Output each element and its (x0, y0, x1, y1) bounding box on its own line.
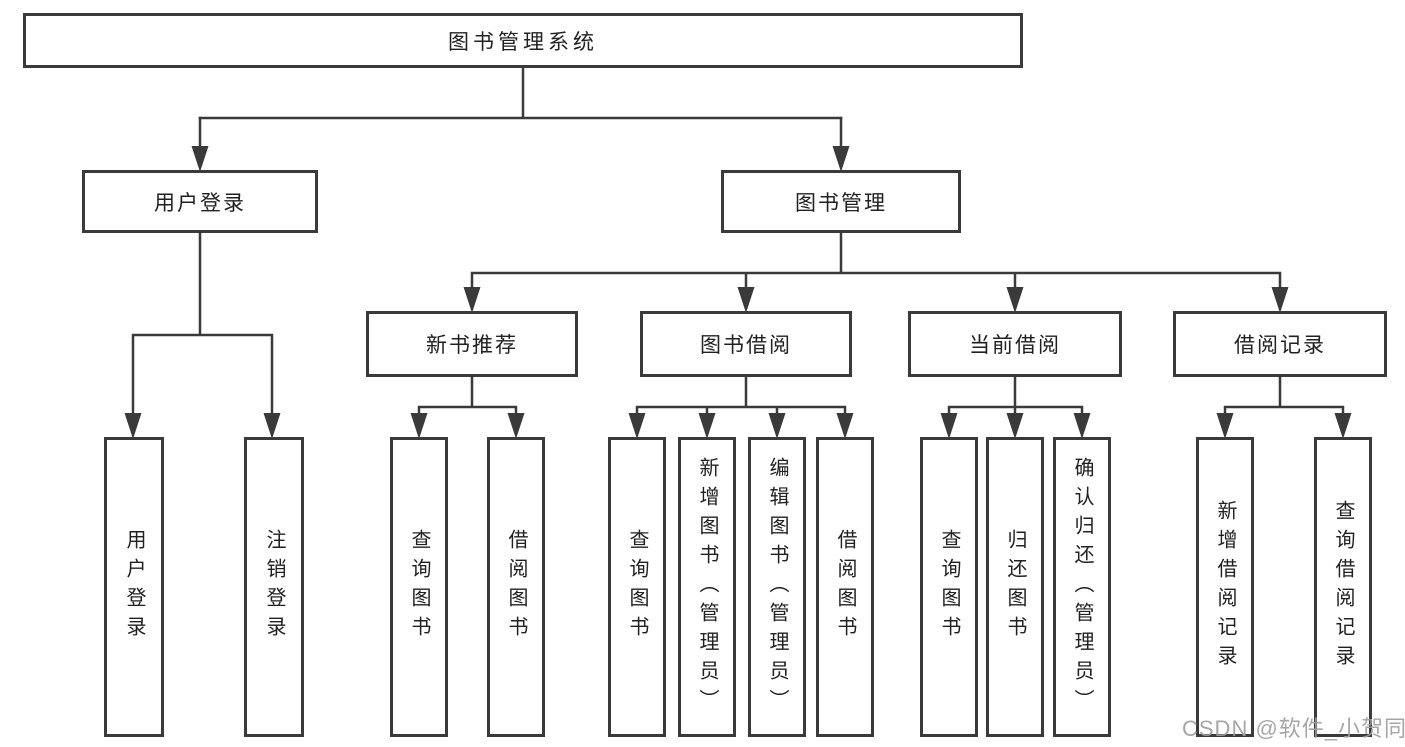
node-label: 归还图书 (1004, 529, 1026, 645)
leaf-user-login: 用户登录 (104, 437, 164, 737)
node-label: 图书借阅 (700, 334, 792, 357)
node-label: 新增借阅记录 (1214, 500, 1236, 674)
connector-borrow-records-branch (1223, 374, 1345, 418)
node-label: 编辑图书（管理员） (766, 456, 788, 718)
node-book-borrow: 图书借阅 (640, 311, 852, 377)
connector-new-book-branch (417, 374, 518, 418)
leaf-nbr-query-books: 查询图书 (390, 437, 448, 737)
leaf-cb-return-books: 归还图书 (986, 437, 1044, 737)
leaf-bb-borrow-books: 借阅图书 (816, 437, 874, 737)
leaf-bb-edit-books-admin: 编辑图书（管理员） (748, 437, 806, 737)
leaf-logout-login: 注销登录 (244, 437, 304, 737)
watermark: CSDN @软件_小贺同学 (1182, 716, 1405, 741)
node-label: 查询图书 (626, 529, 648, 645)
leaf-bb-query-books: 查询图书 (608, 437, 666, 737)
node-label: 借阅图书 (834, 529, 856, 645)
node-user-login: 用户登录 (82, 170, 318, 233)
node-label: 查询借阅记录 (1332, 500, 1354, 674)
connector-user-login-branch (131, 230, 274, 418)
node-label: 用户登录 (154, 191, 246, 215)
node-borrow-records: 借阅记录 (1173, 311, 1387, 377)
node-label: 确认归还（管理员） (1071, 456, 1093, 718)
arrowheads (124, 146, 1352, 439)
leaf-bb-add-books-admin: 新增图书（管理员） (678, 437, 736, 737)
connector-book-management-branch (470, 230, 1282, 292)
node-label: 查询图书 (938, 529, 960, 645)
node-label: 注销登录 (263, 529, 285, 645)
node-label: 新书推荐 (426, 334, 518, 357)
node-label: 借阅记录 (1234, 334, 1326, 357)
connector-current-borrow-branch (947, 374, 1084, 418)
node-current-borrow: 当前借阅 (908, 311, 1122, 377)
leaf-nbr-borrow-books: 借阅图书 (487, 437, 545, 737)
node-new-book-recommend: 新书推荐 (366, 311, 578, 377)
leaf-br-query-borrow-record: 查询借阅记录 (1314, 437, 1372, 737)
node-label: 查询图书 (408, 529, 430, 645)
connector-root-arrowshafts (198, 116, 843, 152)
leaf-cb-confirm-return-admin: 确认归还（管理员） (1053, 437, 1111, 737)
node-label: 新增图书（管理员） (696, 456, 718, 718)
connector-paths (131, 65, 1345, 418)
connector-book-borrow-branch (635, 374, 847, 418)
node-label: 图书管理 (795, 191, 887, 215)
node-label: 用户登录 (123, 529, 145, 645)
node-label: 图书管理系统 (448, 30, 598, 54)
node-library-management-system: 图书管理系统 (23, 13, 1023, 68)
node-book-management: 图书管理 (721, 170, 961, 233)
leaf-cb-query-books: 查询图书 (920, 437, 978, 737)
node-label: 借阅图书 (505, 529, 527, 645)
node-label: 当前借阅 (969, 334, 1061, 357)
leaf-br-add-borrow-record: 新增借阅记录 (1196, 437, 1254, 737)
connector-root-branch (198, 65, 843, 120)
